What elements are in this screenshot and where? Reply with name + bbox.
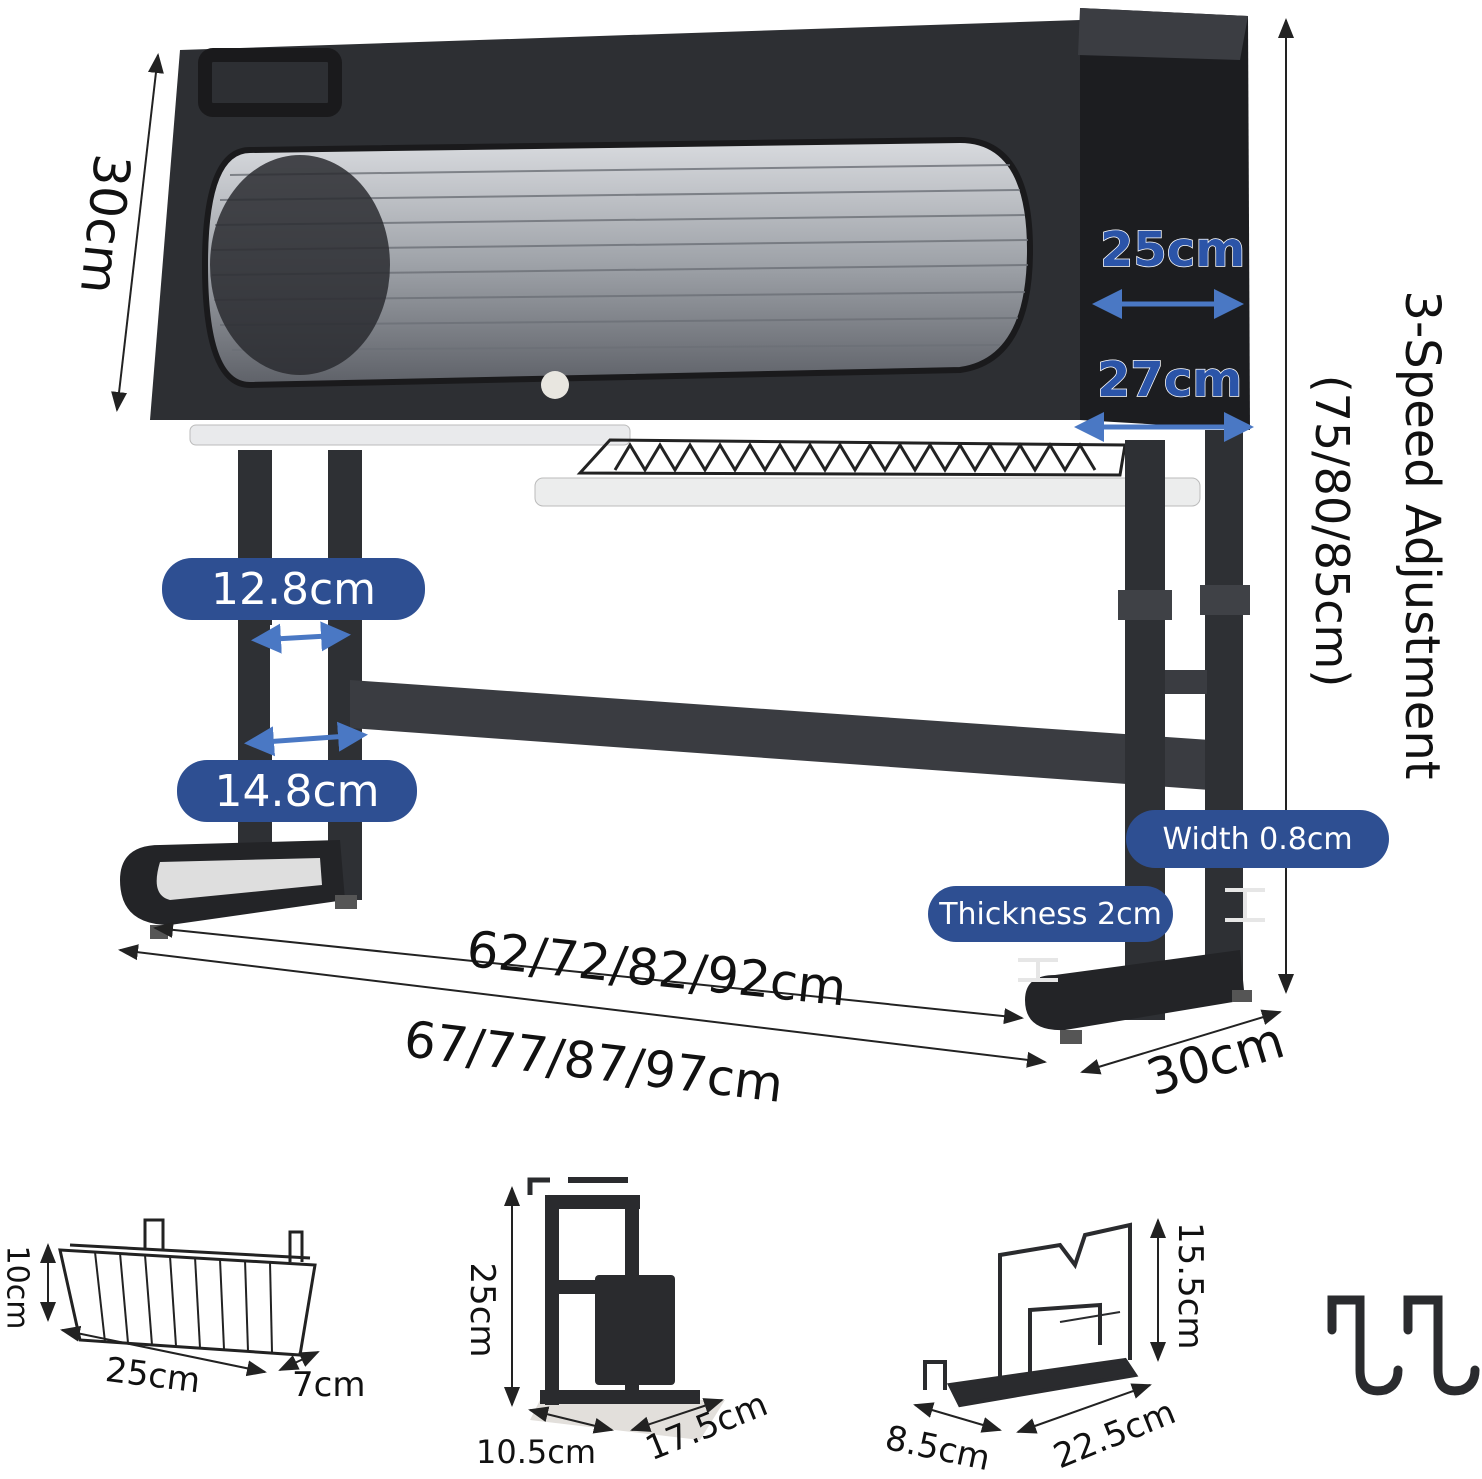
board-holder [923,1222,1139,1408]
height-adjust-values: (75/80/85cm) [1305,374,1359,688]
utensil-holder [527,1177,725,1440]
board-height-label: 15.5cm [1170,1222,1210,1350]
basket-depth-label: 7cm [292,1365,366,1405]
leg-gap-lower-arrow [244,721,368,757]
basket-height-label: 10cm [0,1245,35,1330]
left-legs [120,450,362,939]
leg-gap-upper-arrow [251,621,351,654]
holder-height-label: 25cm [462,1262,502,1358]
height-top-dim-line [111,53,164,412]
width-badge: Width 0.8cm [1126,810,1389,868]
inner-width-label: 25cm [1099,221,1246,279]
basket-depth-dim-line [278,1351,320,1371]
leg-gap-upper-badge: 12.8cm [162,558,425,620]
wire-basket [58,1218,317,1357]
leg-gap-lower-badge: 14.8cm [177,760,417,822]
cabinet [150,8,1250,430]
holder-width-label: 10.5cm [476,1433,597,1471]
cross-bar [350,680,1210,790]
outer-length-dim-line [118,944,1047,1068]
hook-icon [1327,1295,1480,1396]
outer-width-label: 27cm [1096,351,1243,409]
depth-dim-line [1080,1009,1282,1075]
basket-length-dim-line [60,1325,267,1377]
board-length-dim-line [1016,1383,1152,1434]
board-depth-dim-line [913,1402,1002,1433]
height-adjust-title: 3-Speed Adjustment [1394,290,1450,780]
thickness-badge: Thickness 2cm [928,886,1173,942]
holder-depth-dim-line [630,1398,724,1432]
trays [189,424,1201,507]
holder-width-dim-line [528,1406,614,1434]
